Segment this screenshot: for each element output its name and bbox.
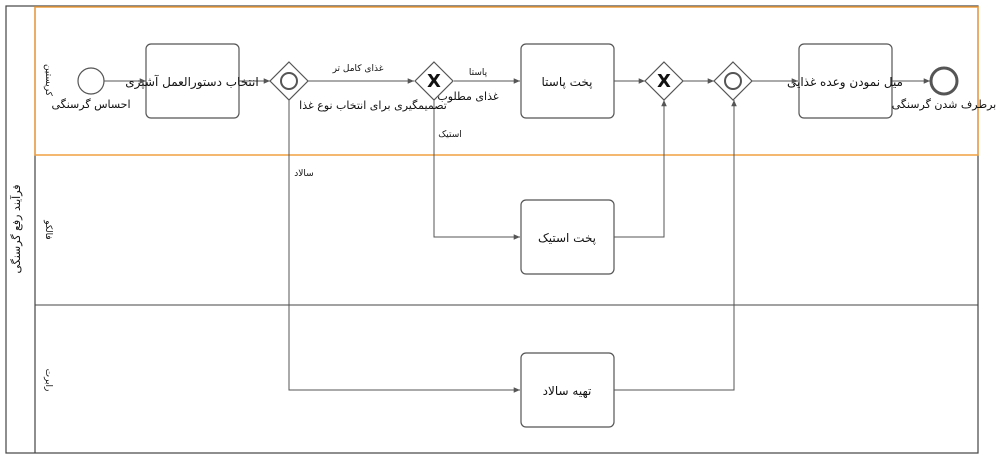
task-cook-pasta[interactable]	[520, 43, 615, 119]
lanes: کریستین فالکو رابرت	[34, 6, 979, 392]
lane-label-christine: کریستین	[43, 64, 53, 97]
task-eat-meal[interactable]	[798, 43, 893, 119]
flow-label-pasta: پاستا	[469, 68, 488, 78]
flow-label-complete-food: غذای کامل تر	[332, 64, 384, 74]
flow-steak-to-merge[interactable]	[614, 100, 667, 238]
task-prepare-salad-label: تهیه سالاد	[543, 384, 592, 398]
gateway-desired-food-label: غذای مطلوب	[437, 90, 499, 103]
lane-christine-highlight[interactable]	[34, 6, 979, 156]
gateway-desired-food[interactable]: X	[414, 61, 454, 101]
task-cook-steak-label: پخت استیک	[538, 231, 596, 245]
gateway-decide-food-type[interactable]	[269, 61, 309, 101]
task-eat-meal-label: میل نمودن وعده غذایی	[787, 75, 903, 90]
flow-label-steak: استیک	[438, 130, 462, 140]
end-event[interactable]	[929, 66, 959, 96]
inclusive-circle-icon	[724, 72, 742, 90]
task-choose-recipe[interactable]	[145, 43, 240, 119]
gateway-inclusive-join[interactable]	[713, 61, 753, 101]
start-event[interactable]	[77, 67, 105, 95]
exclusive-x-icon: X	[657, 71, 671, 92]
end-event-label: برطرف شدن گرسنگی	[892, 98, 997, 111]
lane-label-robert: رابرت	[43, 369, 53, 392]
flow-steak[interactable]	[433, 100, 520, 240]
gateway-exclusive-merge[interactable]: X	[644, 61, 684, 101]
flow-salad[interactable]	[288, 100, 520, 393]
flow-salad-to-join[interactable]	[614, 100, 737, 391]
task-cook-pasta-label: پخت پاستا	[541, 75, 592, 89]
start-event-label: احساس گرسنگی	[51, 98, 130, 111]
task-cook-steak[interactable]	[520, 199, 615, 275]
flow-label-salad: سالاد	[294, 169, 313, 179]
sequence-flows	[104, 78, 930, 393]
task-choose-recipe-label: انتخاب دستورالعمل آشپزی	[125, 74, 258, 90]
task-prepare-salad[interactable]	[520, 352, 615, 428]
gateway-decide-food-type-label: تصمیمگیری برای انتخاب نوع غذا	[299, 99, 447, 112]
exclusive-x-icon: X	[427, 71, 441, 92]
pool-label: فرآیند رفع گرسنگی	[9, 184, 23, 273]
inclusive-circle-icon	[280, 72, 298, 90]
lane-label-falco: فالکو	[43, 219, 53, 239]
